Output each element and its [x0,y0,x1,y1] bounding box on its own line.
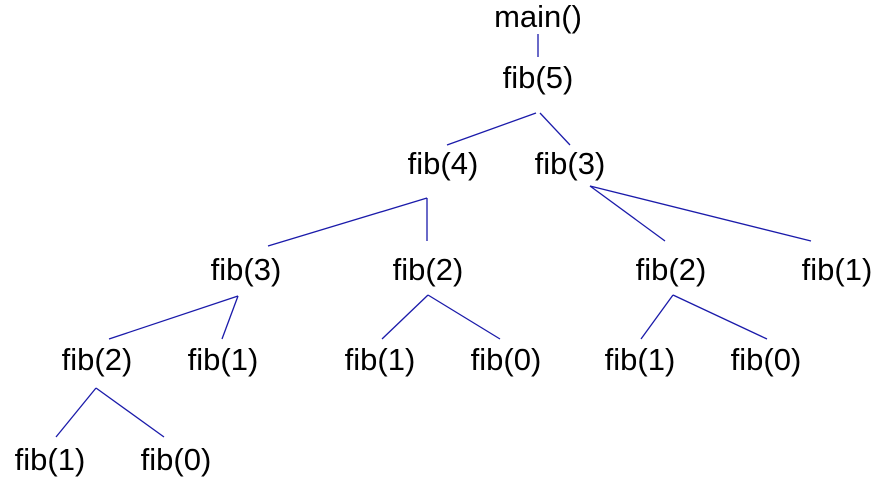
tree-edge-n1-n3 [539,112,571,146]
tree-node-n1: fib(5) [503,60,574,95]
tree-node-n5: fib(2) [393,252,464,287]
tree-edge-n2-n4 [267,197,428,247]
tree-node-n3: fib(3) [535,146,606,181]
tree-node-n14: fib(1) [15,442,86,477]
tree-edge-n3-n7 [589,185,812,242]
tree-node-n9: fib(1) [188,342,259,377]
tree-edge-n3-n6 [589,185,666,242]
tree-edge-n8-n14 [55,387,97,438]
tree-edge-n6-n12 [640,294,674,340]
tree-edge-n4-n8 [108,295,239,340]
tree-node-n2: fib(4) [408,146,479,181]
tree-edge-n4-n9 [221,295,239,340]
tree-node-n10: fib(1) [345,342,416,377]
tree-node-n12: fib(1) [605,342,676,377]
tree-node-n7: fib(1) [802,252,873,287]
tree-edge-n6-n13 [672,294,768,340]
tree-node-n15: fib(0) [141,442,212,477]
tree-nodes: main() fib(5) fib(4) fib(3) fib(3) fib(2) fib(… [15,0,873,477]
tree-node-n11: fib(0) [471,342,542,377]
tree-node-n6: fib(2) [636,252,707,287]
tree-edge-n8-n15 [95,387,165,438]
tree-node-n0: main() [494,0,582,34]
tree-edge-n1-n2 [446,112,537,146]
tree-node-n4: fib(3) [211,252,282,287]
tree-edge-n5-n11 [427,294,501,340]
tree-edge-n5-n10 [381,294,429,340]
tree-node-n13: fib(0) [731,342,802,377]
tree-edges [55,34,812,438]
tree-node-n8: fib(2) [62,342,133,377]
